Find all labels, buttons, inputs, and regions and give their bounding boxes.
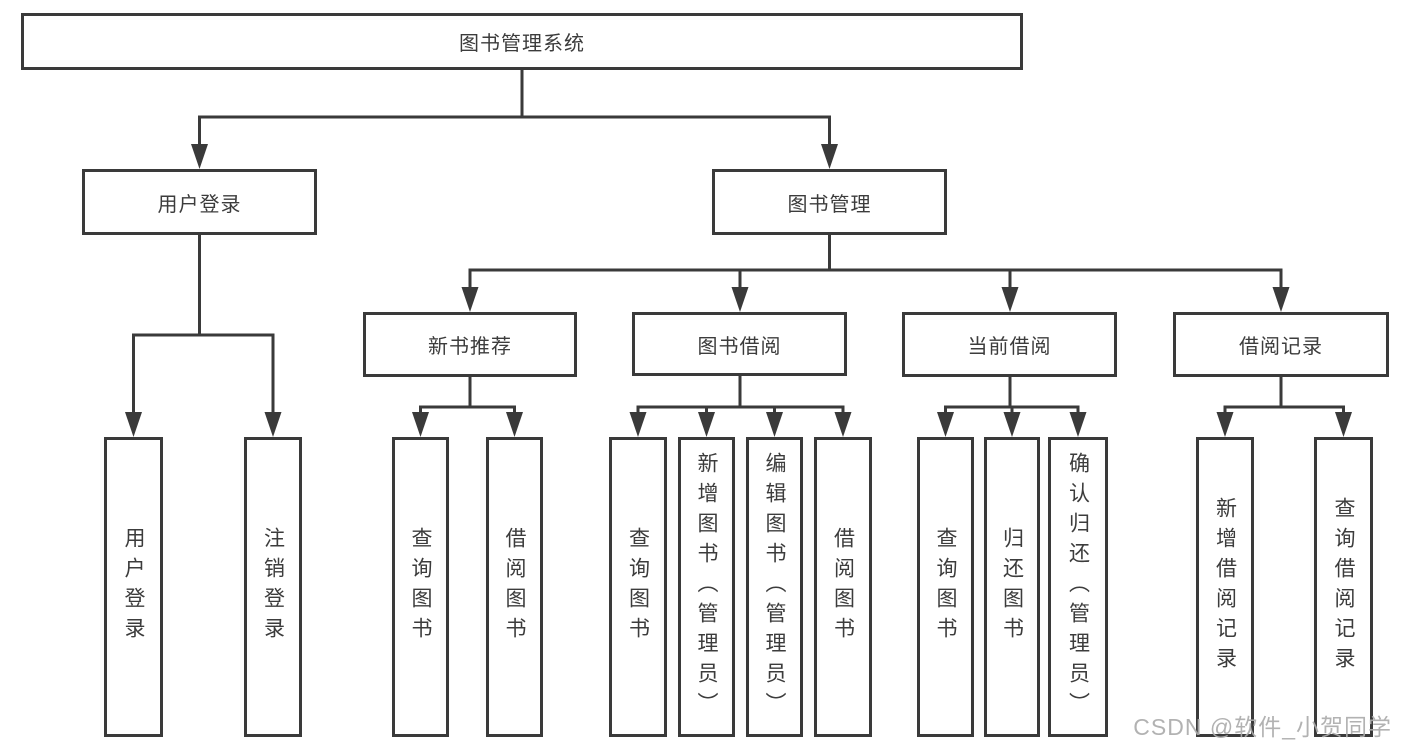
node-borrow-records: 借阅记录 [1173, 312, 1389, 377]
leaf-user-login: 用户登录 [104, 437, 163, 737]
node-root: 图书管理系统 [21, 13, 1023, 70]
node-current-borrow: 当前借阅 [902, 312, 1117, 377]
leaf-confirm-return-admin: 确认归还（管理员） [1048, 437, 1108, 737]
node-user-login: 用户登录 [82, 169, 317, 235]
connector-paths [132, 67, 1345, 417]
node-book-borrow: 图书借阅 [632, 312, 847, 376]
leaf-query-borrow-record: 查询借阅记录 [1314, 437, 1373, 737]
leaf-edit-book-admin: 编辑图书（管理员） [746, 437, 803, 737]
leaf-add-book-admin: 新增图书（管理员） [678, 437, 735, 737]
leaf-borrow-book: 借阅图书 [814, 437, 872, 737]
node-new-book-recommend: 新书推荐 [363, 312, 577, 377]
leaf-add-borrow-record: 新增借阅记录 [1196, 437, 1254, 737]
node-book-management: 图书管理 [712, 169, 947, 235]
leaf-query-book-borrow: 查询图书 [609, 437, 667, 737]
leaf-return-book: 归还图书 [984, 437, 1040, 737]
arrowhead-icons [125, 144, 1352, 437]
leaf-query-book-recommend: 查询图书 [392, 437, 449, 737]
leaf-borrow-book-recommend: 借阅图书 [486, 437, 543, 737]
leaf-logout-login: 注销登录 [244, 437, 302, 737]
leaf-query-book-current: 查询图书 [917, 437, 974, 737]
